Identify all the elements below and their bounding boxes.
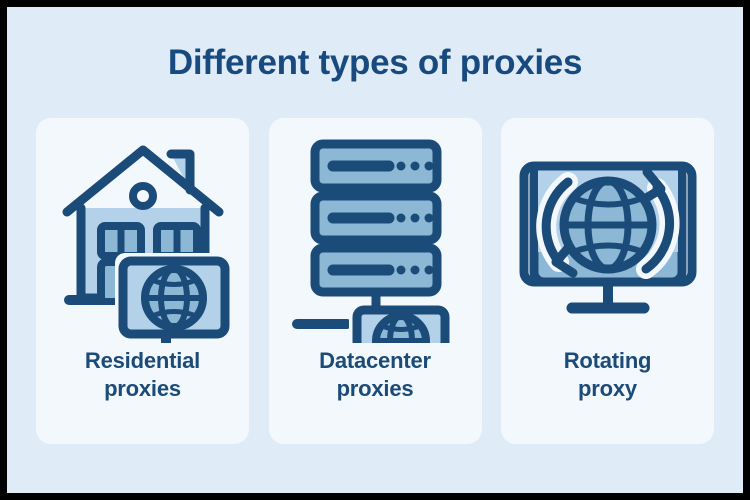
card-label-line2: proxies [104, 376, 181, 402]
card-label-line1: Residential [84, 348, 201, 373]
card-datacenter-proxies[interactable]: Datacenter proxies [268, 118, 482, 444]
infographic-frame: Different types of proxies [7, 7, 743, 493]
house-with-monitor-globe-icon [36, 118, 249, 353]
card-label-rotating: Rotating proxy [501, 347, 714, 403]
server-rack-with-globe-screen-icon [269, 118, 482, 353]
monitor-globe-rotating-arrows-icon [501, 118, 714, 353]
card-label-line1: Datacenter [319, 348, 431, 373]
card-residential-proxies[interactable]: Residential proxies [36, 118, 249, 444]
page-title: Different types of proxies [167, 43, 583, 82]
card-label-line1: Rotating [563, 348, 652, 373]
proxy-type-card-list: Residential proxies [36, 118, 714, 444]
card-label-residential: Residential proxies [36, 347, 249, 403]
card-label-line2: proxies [336, 376, 414, 402]
card-rotating-proxy[interactable]: Rotating proxy [501, 118, 714, 444]
card-label-line2: proxy [578, 376, 637, 402]
card-label-datacenter: Datacenter proxies [269, 347, 482, 403]
